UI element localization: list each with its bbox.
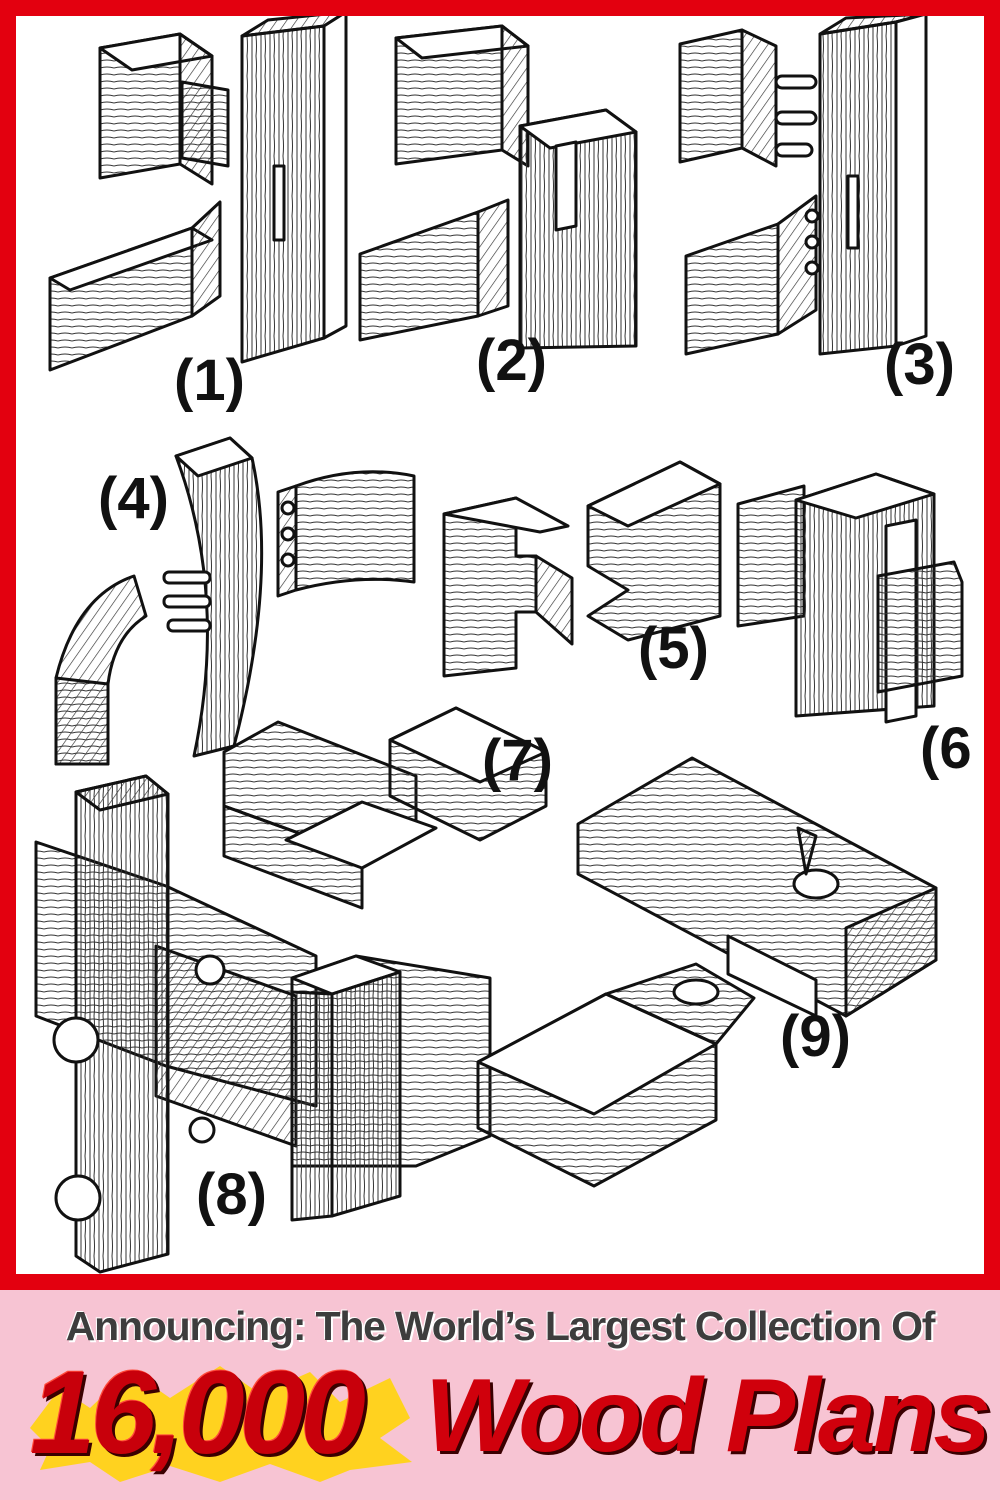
joint-7-drawing <box>222 706 548 910</box>
joint-9-drawing <box>476 756 938 1188</box>
joints-drawing: (1) (2) (3) (4) (5) (6 (7) (8) (9) <box>34 16 972 1274</box>
wood-joints-illustration: (1) (2) (3) (4) (5) (6 (7) (8) (9) <box>16 16 984 1274</box>
label-2: (2) <box>476 328 547 393</box>
joint-1-drawing <box>48 16 348 372</box>
red-frame: (1) (2) (3) (4) (5) (6 (7) (8) (9) <box>0 0 1000 1290</box>
label-7: (7) <box>482 728 553 793</box>
label-5: (5) <box>638 616 709 681</box>
label-6: (6 <box>920 716 972 781</box>
label-1: (1) <box>174 348 245 413</box>
joint-5-drawing <box>442 460 722 678</box>
announcement-headline: Announcing: The World’s Largest Collecti… <box>65 1303 936 1349</box>
joint-6-drawing <box>736 472 964 724</box>
promo-title: 16,000 Wood Plans <box>0 1350 1000 1490</box>
plan-count: 16,000 <box>30 1347 366 1479</box>
joint-8-drawing <box>34 774 492 1274</box>
joint-3-drawing <box>678 16 928 356</box>
label-8: (8) <box>196 1162 267 1227</box>
joint-2-drawing <box>358 24 638 350</box>
joint-4-drawing <box>54 436 416 766</box>
wood-plans-text: Wood Plans <box>425 1358 991 1474</box>
label-4: (4) <box>98 466 169 531</box>
label-9: (9) <box>780 1004 851 1069</box>
label-3: (3) <box>884 332 955 397</box>
yellow-splash-graphic <box>30 1366 412 1482</box>
